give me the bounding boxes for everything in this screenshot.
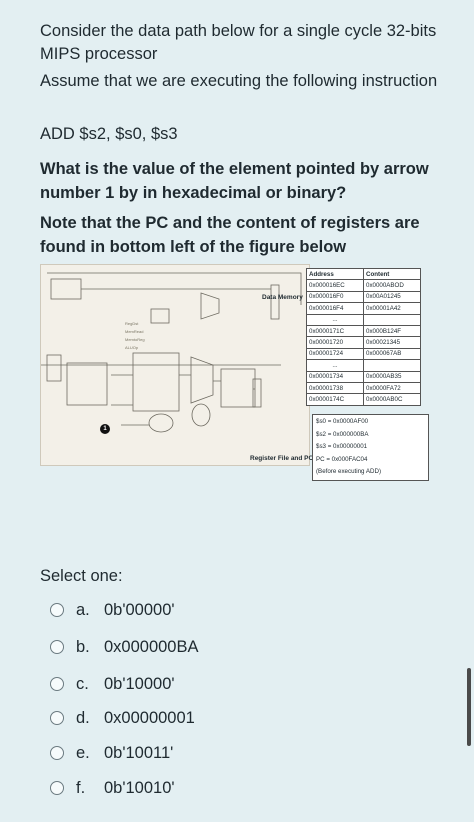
datapath-drawing: RegDst MemRead MemtoReg ALUOp [41, 272, 302, 433]
register-line: PC = 0x000FAC04 [316, 455, 368, 463]
table-cell-address: 0x000016F4 [306, 302, 364, 315]
option-letter: f. [76, 778, 86, 797]
question-bold-2: Note that the PC and the content of regi… [40, 214, 420, 256]
select-label: Select one: [40, 567, 123, 585]
question-bold-1: What is the value of the element pointed… [40, 160, 429, 202]
table-cell-content: 0x0000ABOD [363, 279, 421, 292]
register-values: $s0 = 0x0000AF00 $s2 = 0x000000BA $s3 = 0x… [312, 414, 429, 481]
table-cell-address: 0x00001738 [306, 381, 364, 395]
table-cell-address: 0x000016F0 [306, 290, 364, 304]
datapath-diagram: RegDst MemRead MemtoReg ALUOp [40, 264, 310, 466]
register-line: (Before executing ADD) [316, 468, 381, 475]
option-letter: d. [76, 708, 90, 727]
svg-text:MemRead: MemRead [125, 329, 143, 334]
table-cell-address: 0x0000171C [306, 324, 364, 338]
answer-option[interactable]: c. 0b'10000' [50, 672, 175, 696]
datapath-figure: RegDst MemRead MemtoReg ALUOp Data Memor… [40, 264, 430, 492]
option-text: 0b'10011' [104, 743, 174, 762]
table-cell-address: 0x0000174C [306, 393, 364, 406]
register-line: $s3 = 0x00000001 [316, 443, 368, 450]
table-cell-content [363, 313, 421, 326]
option-text: 0b'10010' [104, 778, 175, 797]
option-letter: b. [76, 637, 90, 656]
svg-text:RegDst: RegDst [125, 321, 139, 326]
table-cell-content: 0x00021345 [363, 336, 421, 349]
radio-button[interactable] [50, 781, 64, 795]
question-text-2: Assume that we are executing the followi… [40, 72, 438, 90]
table-cell-address: 0x00001720 [306, 336, 364, 349]
radio-button[interactable] [50, 746, 64, 760]
table-header-row: Address Content [306, 267, 421, 281]
table-header-content: Content [363, 267, 421, 281]
table-cell-content: 0x00A01245 [363, 290, 421, 304]
table-header-address: Address [306, 267, 364, 281]
register-line: $s0 = 0x0000AF00 [316, 418, 369, 425]
table-cell-address: 0x00001734 [306, 370, 364, 383]
option-text: 0x000000BA [104, 637, 199, 656]
scrollbar[interactable] [467, 668, 471, 746]
table-row: ... [306, 313, 421, 326]
table-cell-content: 0x000B124F [363, 324, 421, 338]
table-cell-address: 0x00001724 [306, 347, 364, 361]
instruction-text: ADD $s2, $s0, $s3 [40, 125, 178, 143]
radio-button[interactable] [50, 640, 64, 654]
option-letter: c. [76, 674, 89, 693]
table-cell-content: 0x0000AB35 [363, 370, 421, 383]
option-text: 0b'10000' [104, 674, 175, 693]
answer-option[interactable]: f. 0b'10010' [50, 776, 175, 800]
register-file-label: Register File and PC [250, 455, 314, 462]
table-row: ... [306, 359, 421, 372]
register-line: $s2 = 0x000000BA [316, 430, 369, 438]
answer-option[interactable]: a. 0b'00000' [50, 598, 175, 622]
radio-button[interactable] [50, 677, 64, 691]
table-cell-content [363, 359, 421, 372]
table-cell-address: ... [306, 313, 364, 326]
question-text-1: Consider the data path below for a singl… [40, 22, 437, 63]
svg-text:ALUOp: ALUOp [125, 345, 139, 350]
answer-option[interactable]: b. 0x000000BA [50, 635, 199, 659]
data-memory-label: Data Memory [262, 294, 303, 301]
table-cell-content: 0x0000FA72 [363, 381, 421, 395]
option-letter: a. [76, 600, 90, 619]
answer-option[interactable]: d. 0x00000001 [50, 706, 195, 730]
arrow-number-1: 1 [100, 424, 110, 434]
option-text: 0b'00000' [104, 600, 175, 619]
answer-option[interactable]: e. 0b'10011' [50, 741, 173, 765]
svg-text:MemtoReg: MemtoReg [125, 337, 145, 342]
table-cell-address: ... [306, 359, 364, 372]
radio-button[interactable] [50, 711, 64, 725]
table-cell-content: 0x0000AB0C [363, 393, 421, 406]
table-cell-content: 0x00001A42 [363, 302, 421, 315]
option-letter: e. [76, 743, 90, 762]
option-text: 0x00000001 [104, 708, 195, 727]
table-cell-address: 0x000016EC [306, 279, 364, 292]
radio-button[interactable] [50, 603, 64, 617]
table-cell-content: 0x000067AB [363, 347, 421, 361]
